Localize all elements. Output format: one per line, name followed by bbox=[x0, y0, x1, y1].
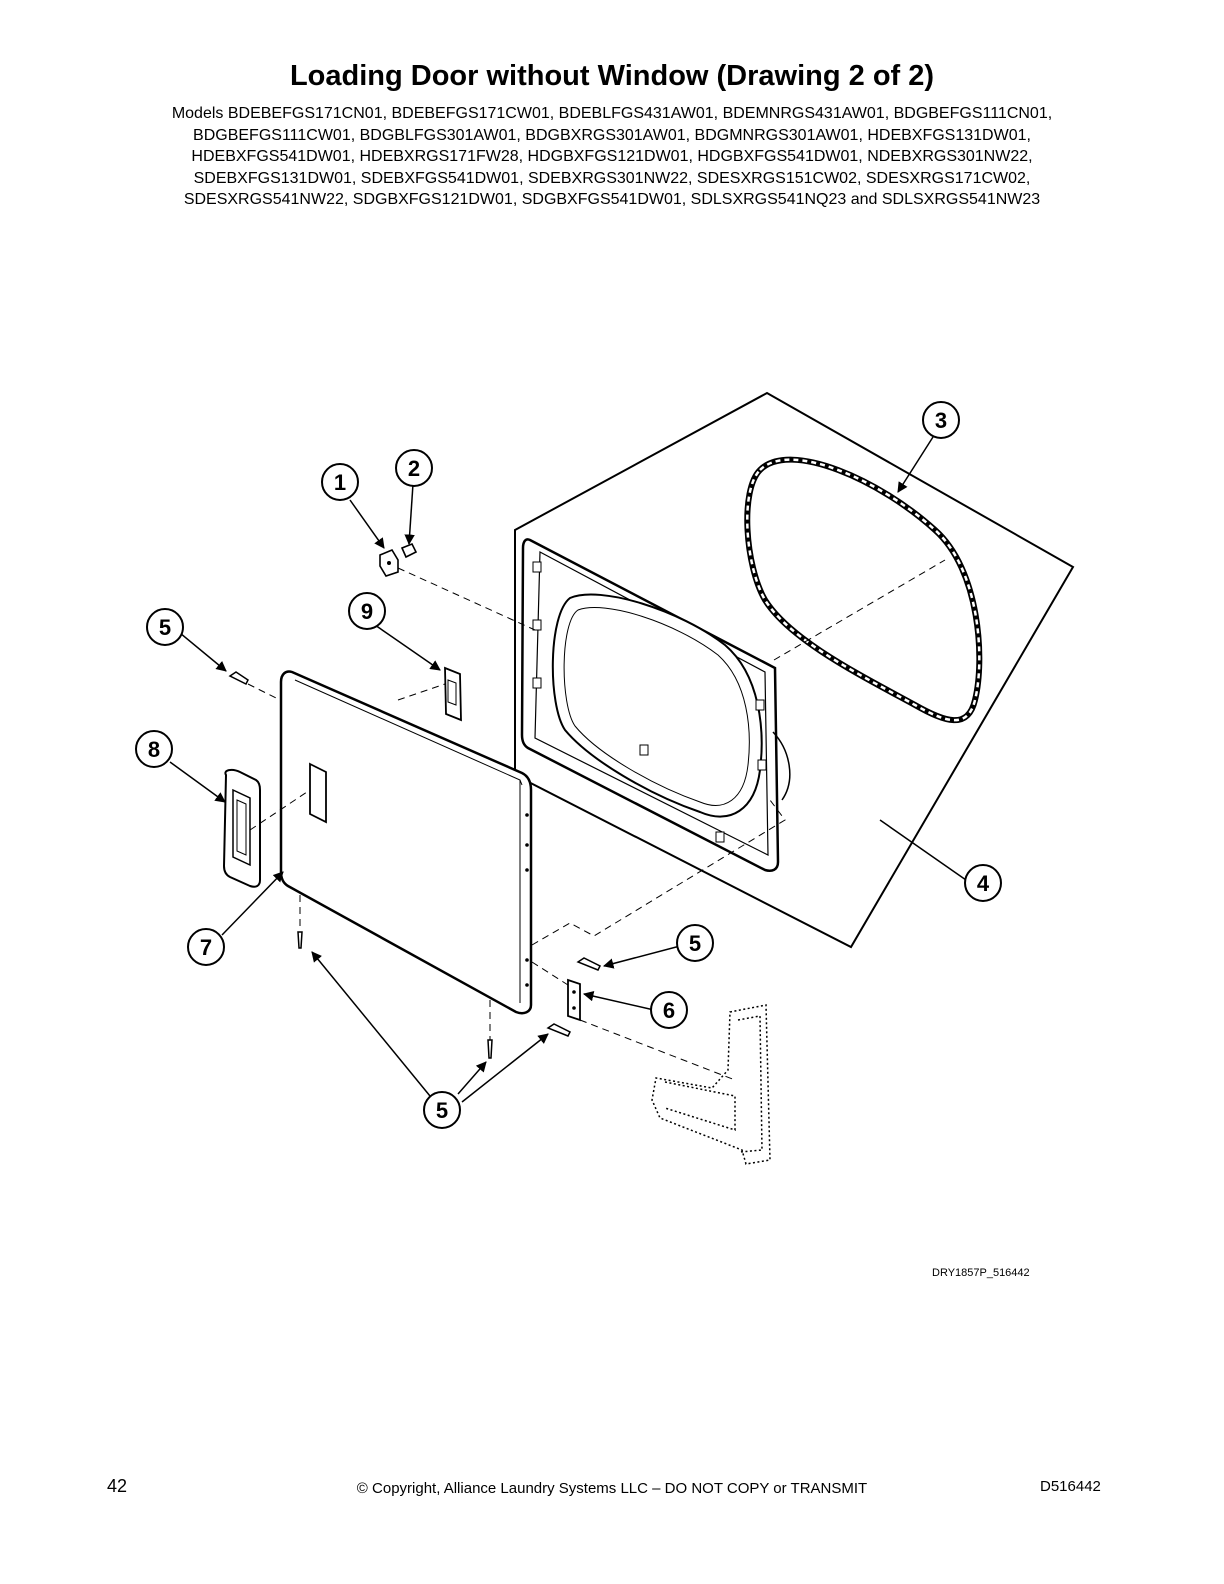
svg-text:3: 3 bbox=[935, 408, 947, 433]
models-line: SDEBXFGS131DW01, SDEBXFGS541DW01, SDEBXR… bbox=[193, 169, 1031, 187]
door-seal-part bbox=[744, 456, 983, 724]
svg-text:2: 2 bbox=[408, 456, 420, 481]
callout-4: 4 bbox=[964, 864, 1002, 902]
models-line: HDEBXFGS541DW01, HDEBXRGS171FW28, HDGBXF… bbox=[191, 148, 1033, 165]
callout-5: 5 bbox=[146, 608, 184, 646]
hinge-part bbox=[567, 978, 581, 1022]
cabinet-reference-outline bbox=[651, 1004, 771, 1165]
callout-5: 5 bbox=[423, 1091, 461, 1129]
callout-6: 6 bbox=[650, 991, 688, 1029]
callout-7: 7 bbox=[187, 928, 225, 966]
models-line: Models BDEBEFGS171CN01, BDEBEFGS171CW01,… bbox=[171, 105, 1053, 122]
copyright-notice: © Copyright, Alliance Laundry Systems LL… bbox=[356, 1480, 868, 1497]
latch-clip-part bbox=[379, 548, 399, 577]
callout-5: 5 bbox=[676, 924, 714, 962]
svg-text:5: 5 bbox=[689, 931, 701, 956]
callout-leaders bbox=[169, 436, 967, 1103]
door-panel-part bbox=[279, 670, 533, 1015]
callout-2: 2 bbox=[395, 449, 433, 487]
svg-text:1: 1 bbox=[334, 470, 346, 495]
svg-text:9: 9 bbox=[361, 599, 373, 624]
latch-retainer-part bbox=[400, 542, 418, 559]
svg-text:8: 8 bbox=[148, 737, 160, 762]
svg-text:5: 5 bbox=[436, 1098, 448, 1123]
page-title: Loading Door without Window (Drawing 2 o… bbox=[289, 60, 935, 92]
callout-9: 9 bbox=[348, 592, 386, 630]
svg-text:6: 6 bbox=[663, 998, 675, 1023]
models-line: SDESXRGS541NW22, SDGBXFGS121DW01, SDGBXF… bbox=[183, 191, 1041, 208]
callout-3: 3 bbox=[922, 401, 960, 439]
svg-text:5: 5 bbox=[159, 615, 171, 640]
svg-text:7: 7 bbox=[200, 935, 212, 960]
callout-8: 8 bbox=[135, 730, 173, 768]
models-line: BDGBEFGS111CW01, BDGBLFGS301AW01, BDGBXR… bbox=[193, 126, 1031, 144]
strike-bracket-part bbox=[444, 666, 462, 722]
callout-1: 1 bbox=[321, 463, 359, 501]
drawing-id: DRY1857P_516442 bbox=[932, 1267, 1030, 1279]
assembly-guide-lines bbox=[247, 559, 946, 1081]
page-number: 42 bbox=[107, 1476, 128, 1496]
screw-part bbox=[228, 671, 602, 1059]
door-frame-part bbox=[520, 538, 791, 872]
svg-text:4: 4 bbox=[977, 871, 990, 896]
door-handle-part bbox=[222, 768, 261, 888]
document-code: D516442 bbox=[1040, 1478, 1101, 1495]
models-list: Models BDEBEFGS171CN01, BDEBEFGS171CW01,… bbox=[100, 103, 1124, 211]
